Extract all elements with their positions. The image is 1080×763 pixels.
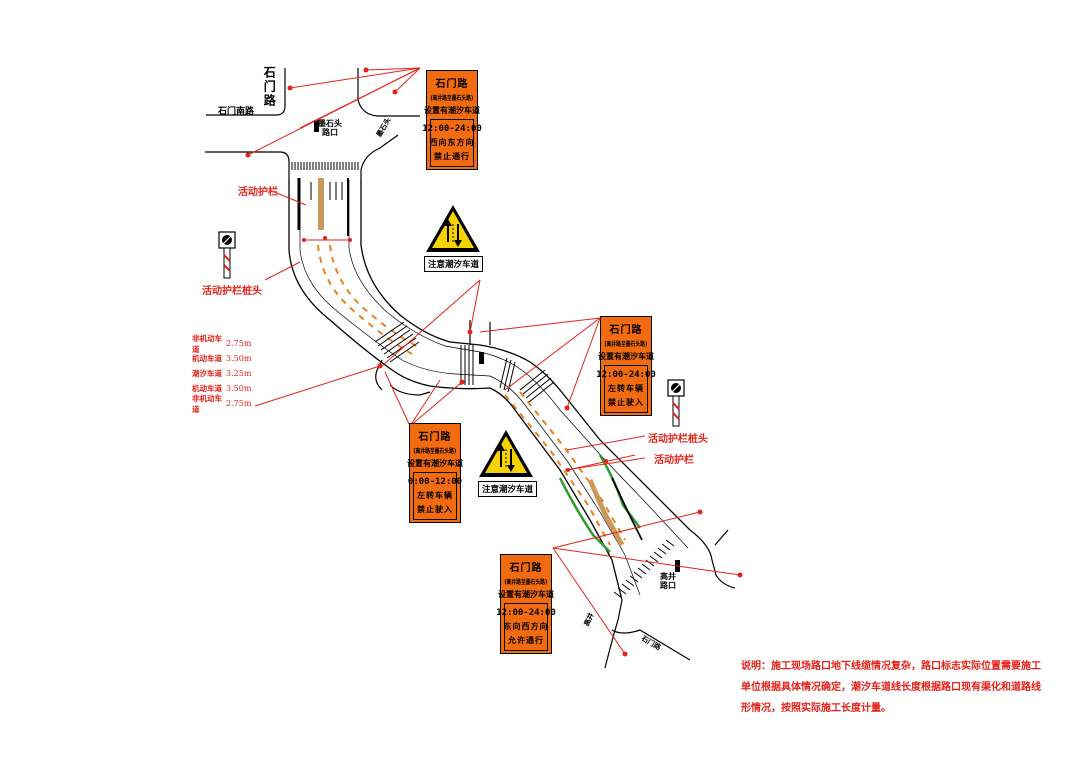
sign-subtitle: (高井路至墨石头路) <box>604 341 648 348</box>
lane-name: 机动车道 <box>192 354 222 363</box>
sign-rule: 禁止通行 <box>434 152 470 161</box>
north-traffic-light <box>314 120 319 132</box>
tidal-lane-sign: 石门路 (高井路至墨石头路) 设置有潮汐车道 12:00-24:00 左转车辆 … <box>596 316 656 416</box>
north-tidal-block <box>297 178 352 242</box>
lane-row: 机动车道 3.50m <box>192 381 251 396</box>
sign-time: 12:00-24:00 <box>596 370 656 380</box>
lane-row: 非机动车道 2.75m <box>192 394 252 414</box>
red-pointer-dots <box>245 67 743 657</box>
south-tidal-block <box>558 454 643 553</box>
lane-name: 非机动车道 <box>192 333 222 354</box>
sign-time-box: 0:00-12:00 左转车辆 禁止驶入 <box>408 472 462 520</box>
guardrail-label: 活动护栏 <box>654 455 694 466</box>
lane-width: 2.75m <box>226 399 252 408</box>
warning-sign-caption: 注意潮汐车道 <box>424 256 484 272</box>
sign-subtitle: (高井路至墨石头路) <box>413 448 457 455</box>
sign-rule: 禁止驶入 <box>417 505 453 514</box>
sign-time-box: 12:00-24:00 左转车辆 禁止驶入 <box>596 365 656 413</box>
south-intersection <box>604 529 736 669</box>
road-name-shimen: 石门路 <box>262 66 277 108</box>
warning-triangle-icon <box>478 429 534 478</box>
guardrail-head-label: 活动护栏桩头 <box>648 434 708 445</box>
sign-time: 12:00-24:00 <box>422 124 482 134</box>
junction-label-gaojing: 高井 路口 <box>660 572 676 590</box>
middle-traffic-light <box>479 352 484 364</box>
middle-crosswalks <box>374 321 555 403</box>
lane-row: 潮汐车道 3.25m <box>192 366 251 381</box>
sign-line: 设置有潮汐车道 <box>598 352 654 361</box>
sign-title: 石门路 <box>609 325 643 336</box>
sign-line: 设置有潮汐车道 <box>424 106 480 115</box>
sign-rule: 允许通行 <box>508 636 544 645</box>
sign-rule: 西向东方向 <box>429 138 475 147</box>
guardrail-post-icon <box>667 379 685 427</box>
warning-triangle-icon <box>425 204 481 253</box>
sign-time-box: 12:00-24:00 东向西方向 允许通行 <box>496 603 556 651</box>
tidal-lane-dashes <box>317 244 626 546</box>
main-road-edges <box>288 178 691 601</box>
guardrail-head-label: 活动护栏桩头 <box>202 286 262 297</box>
lane-name: 机动车道 <box>192 384 222 393</box>
sign-rule: 左转车辆 <box>417 491 453 500</box>
sign-title: 石门路 <box>509 563 543 574</box>
sign-rule: 禁止驶入 <box>608 398 644 407</box>
red-pointers <box>247 67 741 655</box>
lane-name: 潮汐车道 <box>192 369 222 378</box>
lane-width: 2.75m <box>226 339 252 348</box>
lane-row: 非机动车道 2.75m <box>192 334 252 354</box>
sign-title: 石门路 <box>418 432 452 443</box>
sign-title: 石门路 <box>435 79 469 90</box>
south-crosswalk <box>613 539 675 599</box>
sign-time: 0:00-12:00 <box>407 477 463 487</box>
junction-label-moshitou: 墨石头 路口 <box>318 119 342 137</box>
lane-width: 3.50m <box>226 354 252 363</box>
north-intersection <box>205 68 420 178</box>
sign-rule: 左转车辆 <box>608 384 644 393</box>
lane-name: 非机动车道 <box>192 393 222 414</box>
lane-width-list: 非机动车道 2.75m 机动车道 3.50m 潮汐车道 3.25m 机动车道 3.50m… <box>192 334 252 414</box>
tidal-lane-sign: 石门路 (高井路至墨石头路) 设置有潮汐车道 12:00-24:00 东向西方向… <box>496 554 556 654</box>
sign-time-box: 12:00-24:00 西向东方向 禁止通行 <box>422 119 482 167</box>
sign-rule: 东向西方向 <box>503 622 549 631</box>
sign-subtitle: (高井路至墨石头路) <box>504 579 548 586</box>
sign-line: 设置有潮汐车道 <box>407 459 463 468</box>
lane-width: 3.25m <box>226 369 252 378</box>
warning-sign-caption: 注意潮汐车道 <box>478 481 538 497</box>
tidal-lane-sign: 石门路 (高井路至墨石头路) 设置有潮汐车道 12:00-24:00 西向东方向… <box>422 70 482 170</box>
road-name-shimen-south: 石门南路 <box>218 107 255 117</box>
sign-subtitle: (高井路至墨石头路) <box>430 95 474 102</box>
lane-lines <box>299 180 689 596</box>
north-crosswalk <box>291 162 359 170</box>
construction-note: 说明：施工现场路口地下线缆情况复杂，路口标志实际位置需要施工单位根据具体情况确定… <box>741 661 1041 714</box>
guardrail-label: 活动护栏 <box>238 187 278 198</box>
sign-time: 12:00-24:00 <box>496 608 556 618</box>
guardrail-post-icon <box>218 231 236 279</box>
lane-width: 3.50m <box>226 384 252 393</box>
lane-row: 机动车道 3.50m <box>192 351 251 366</box>
tidal-lane-sign: 石门路 (高井路至墨石头路) 设置有潮汐车道 0:00-12:00 左转车辆 禁… <box>407 423 463 523</box>
sign-line: 设置有潮汐车道 <box>498 590 554 599</box>
